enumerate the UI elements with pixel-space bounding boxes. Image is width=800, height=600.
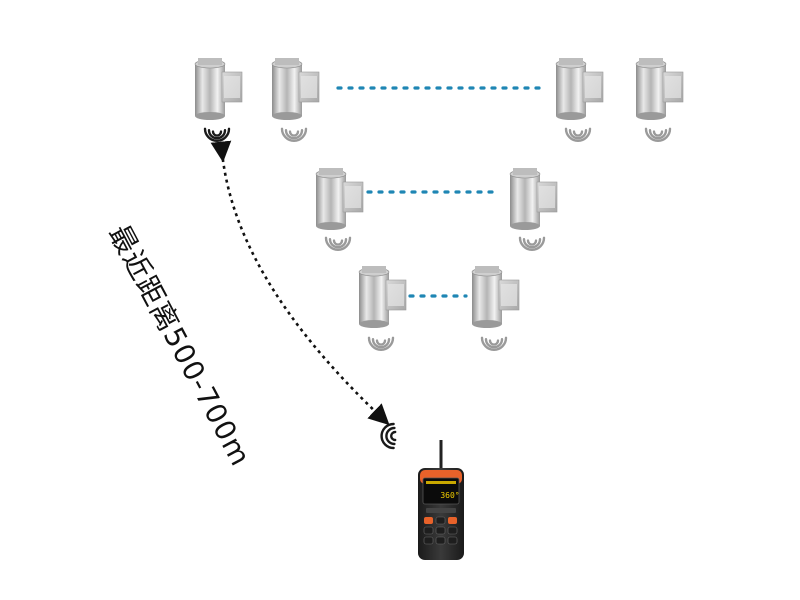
load-sensor-icon [194,58,243,120]
wireless-signal-icon [203,127,231,142]
wireless-signal-icon [280,127,308,142]
load-sensor-icon [555,58,604,120]
wireless-signal-icon [367,336,395,351]
load-sensor-icon [358,266,407,328]
wireless-signal-icon [644,127,672,142]
wireless-signal-icon [480,336,508,351]
load-sensor-icon [315,168,364,230]
wireless-signal-icon [324,236,352,251]
reader-signal-icon [380,422,397,450]
handheld-reader-icon: 360° [418,440,464,560]
load-sensor-icon [471,266,520,328]
load-sensor-icon [271,58,320,120]
reader-screen-value: 360° [440,491,459,500]
wireless-signal-icon [564,127,592,142]
reader-keypad [423,516,458,545]
wireless-signal-icon [518,236,546,251]
load-sensor-icon [635,58,684,120]
load-sensor-icon [509,168,558,230]
